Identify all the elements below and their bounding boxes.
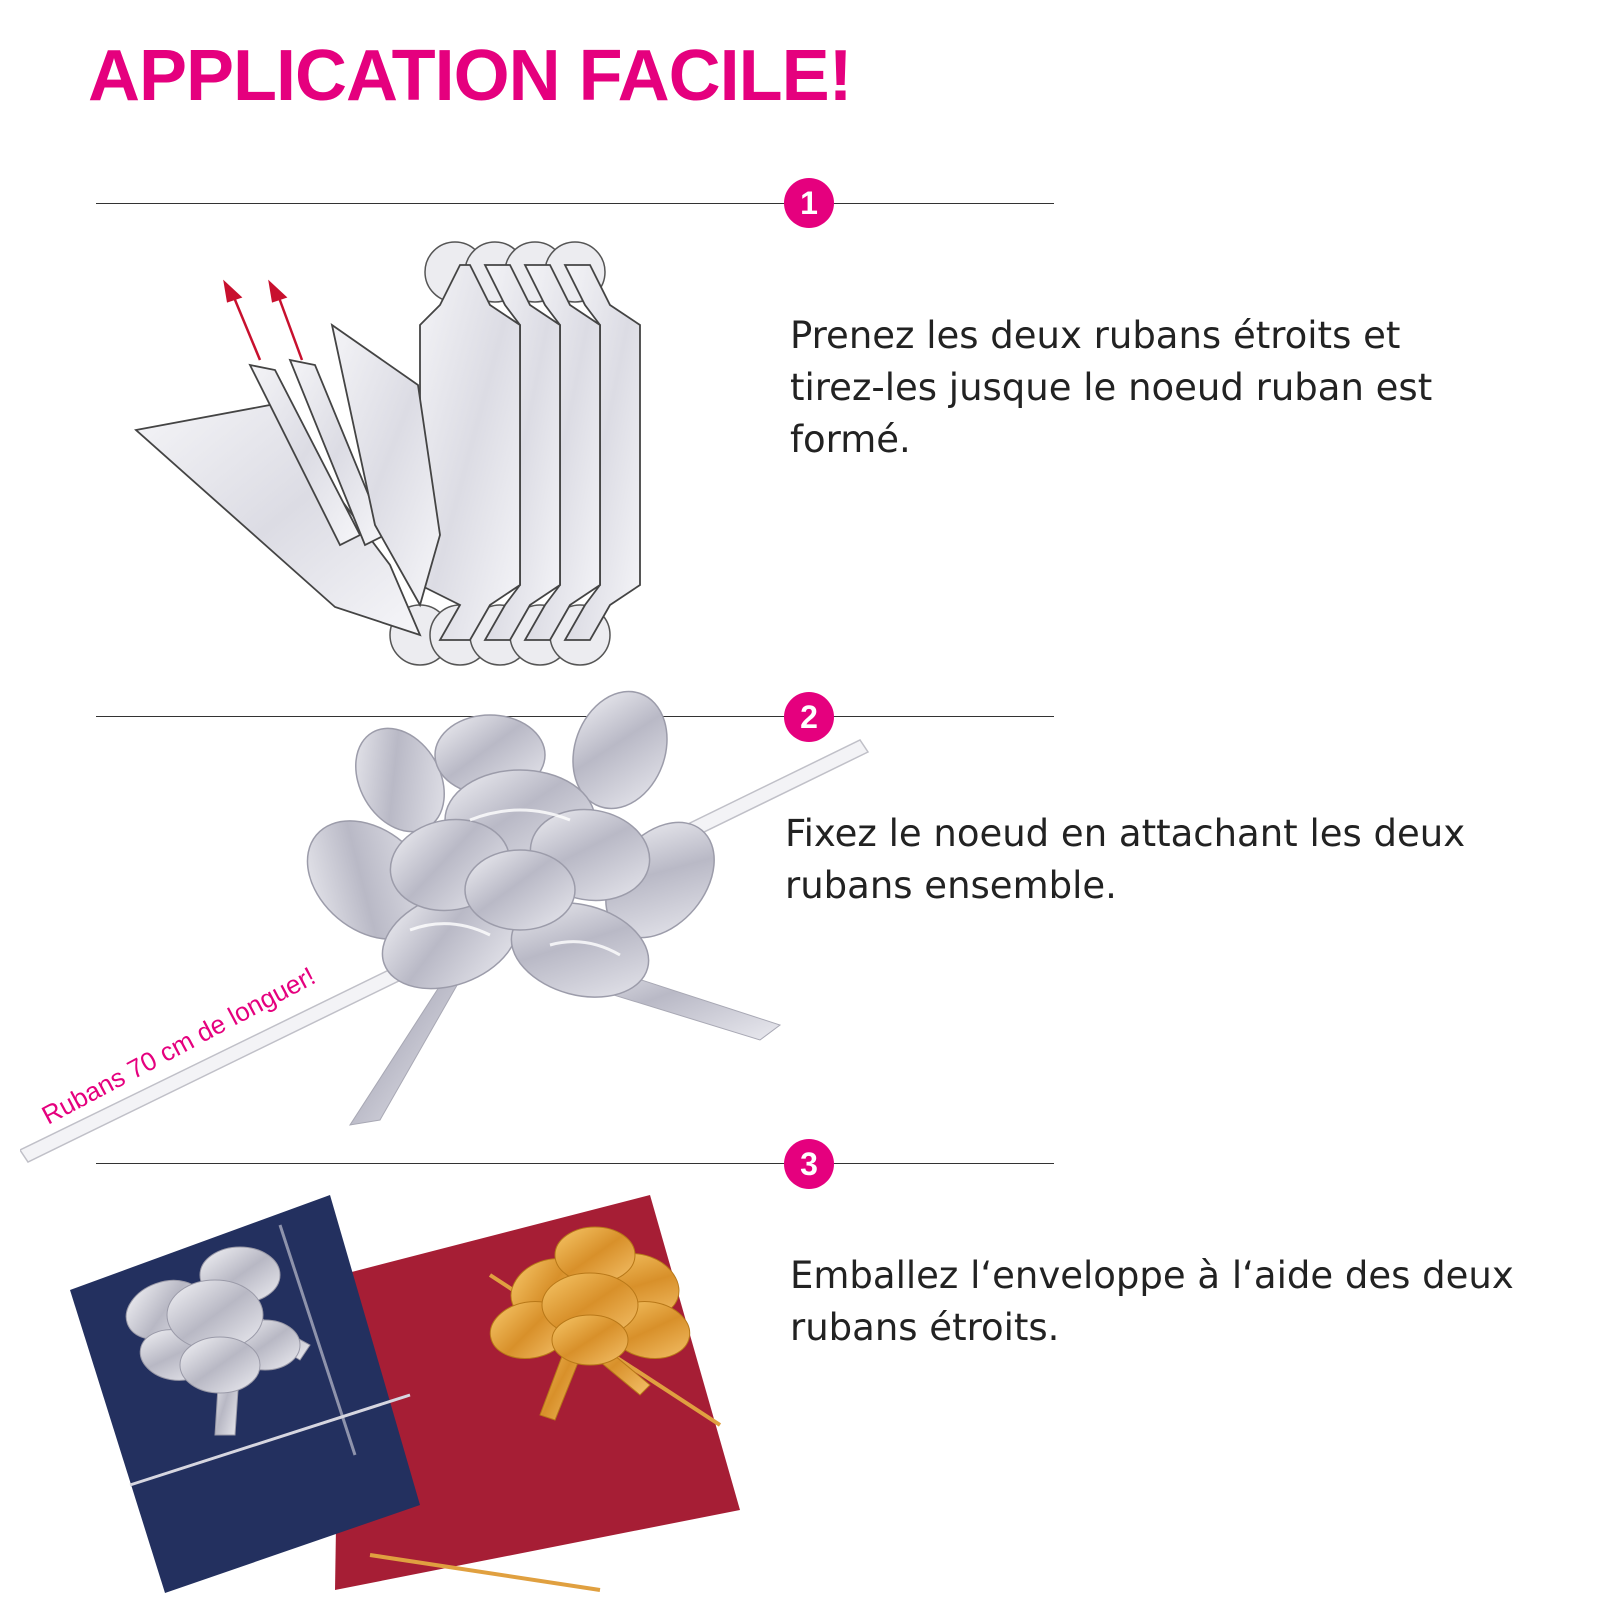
ribbon-strips-diagram — [134, 241, 641, 666]
step-2-divider — [96, 716, 1054, 717]
step-3-text: Emballez l‘enveloppe à l‘aide des deux r… — [790, 1254, 1514, 1349]
step-3-divider — [96, 1163, 1054, 1164]
step-1-badge: 1 — [784, 178, 834, 228]
step-3-badge: 3 — [784, 1139, 834, 1189]
step-2-badge: 2 — [784, 692, 834, 742]
page-title: APPLICATION FACILE! — [88, 36, 853, 116]
step-1-text: Prenez les deux rubans étroits et tirez-… — [790, 314, 1433, 461]
step-1-divider — [96, 203, 1054, 204]
wrapped-envelopes-photo — [70, 1195, 740, 1593]
step-2-text: Fixez le noeud en attachant les deux rub… — [785, 812, 1466, 907]
silver-bow-illustration: Rubans 70 cm de longuer! — [20, 690, 870, 1163]
ribbon-length-label: Rubans 70 cm de longuer! — [37, 961, 320, 1131]
